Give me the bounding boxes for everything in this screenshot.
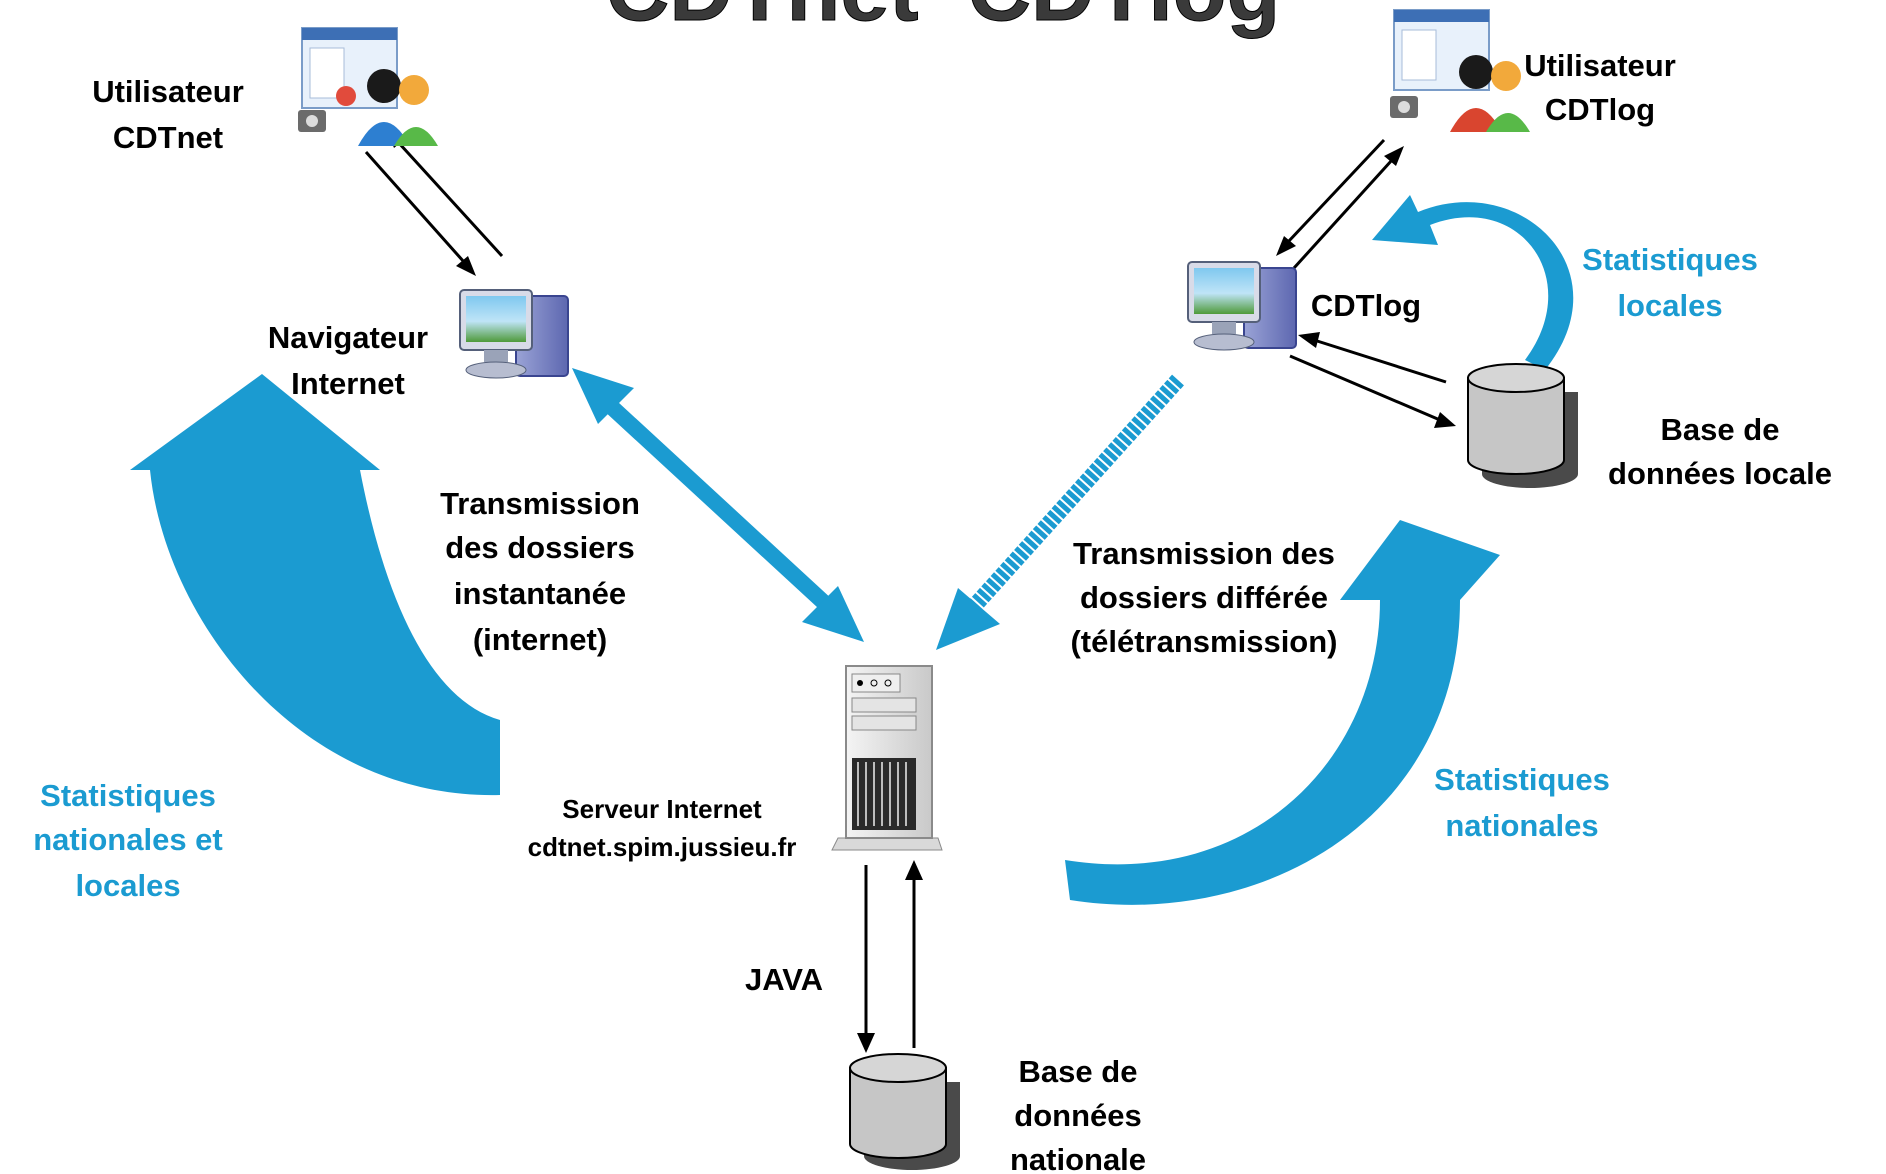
transmission-deferred-arrow [936,374,1184,650]
link-cdtlog-db-local [1289,332,1456,428]
server-tower-icon [831,665,943,851]
server-label-1: Serveur Internet [562,794,762,824]
transmission-instant-arrow [572,368,864,642]
instant-label-3: instantanée [454,576,626,611]
link-server-db-national [857,860,923,1053]
browser-label-2: Internet [291,366,405,401]
instant-label-2: des dossiers [445,530,635,565]
db-local-label-2: données locale [1608,456,1832,491]
user-cdtlog-label-1: Utilisateur [1524,48,1676,83]
db-national-icon [849,1053,960,1170]
db-local-label-1: Base de [1661,412,1780,447]
db-local-icon [1467,363,1578,488]
feedback-arrow-national-local [130,374,500,796]
db-national-label-2: données [1014,1098,1141,1133]
server-label-2: cdtnet.spim.jussieu.fr [528,832,797,862]
instant-label-1: Transmission [440,486,640,521]
diagram-title: CDTnet CDTlog [606,0,1281,39]
stats-national-label-2: nationales [1445,808,1598,843]
feedback-arrow-national [1065,520,1500,905]
stats-national-local-label-3: locales [75,868,180,903]
user-cdtlog-icon [1390,9,1530,132]
db-national-label-1: Base de [1019,1054,1138,1089]
browser-computer-icon [459,289,569,379]
stats-local-label-1: Statistiques [1582,242,1758,277]
user-cdtnet-label-1: Utilisateur [92,74,244,109]
browser-label-1: Navigateur [268,320,428,355]
stats-national-local-label-2: nationales et [33,822,223,857]
link-user-cdtnet-browser [364,128,504,276]
cdtlog-label: CDTlog [1311,288,1421,323]
deferred-label-1: Transmission des [1073,536,1335,571]
cdtlog-computer-icon [1187,261,1297,351]
instant-label-4: (internet) [473,622,607,657]
link-user-cdtlog-cdtlog [1276,138,1404,270]
feedback-arrow-local [1372,195,1574,370]
db-national-label-3: nationale [1010,1142,1146,1174]
stats-national-local-label-1: Statistiques [40,778,216,813]
deferred-label-2: dossiers différée [1080,580,1328,615]
user-cdtnet-label-2: CDTnet [113,120,223,155]
deferred-label-3: (télétransmission) [1070,624,1337,659]
user-cdtnet-icon [298,27,438,146]
user-cdtlog-label-2: CDTlog [1545,92,1655,127]
stats-local-label-2: locales [1617,288,1722,323]
stats-national-label-1: Statistiques [1434,762,1610,797]
java-label: JAVA [745,962,823,997]
